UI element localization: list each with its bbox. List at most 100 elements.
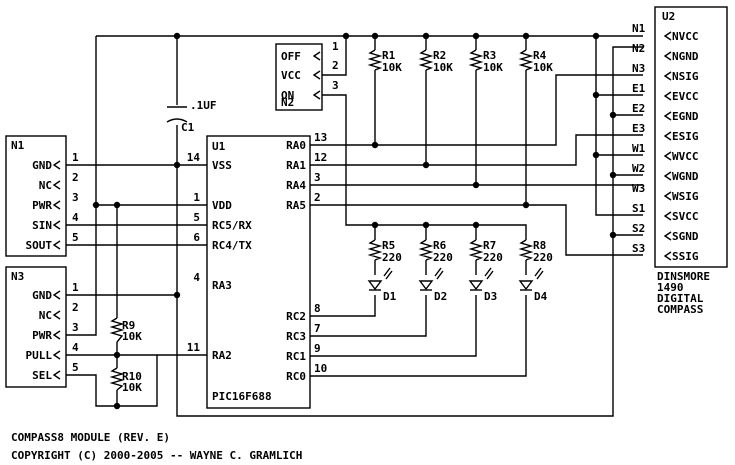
u1-microcontroller: U1 PIC16F688 14VSS1VDD5RC5/RX6RC4/TX4RA3…	[187, 131, 327, 409]
u1-pin-name: RA4	[286, 179, 306, 192]
u2-desc-1: DINSMORE	[657, 270, 710, 283]
u1-pin-number: 3	[314, 171, 321, 184]
n2-ref: N2	[281, 96, 294, 109]
n2-pin-name: OFF	[281, 50, 301, 63]
capacitor-c1: .1UF C1	[166, 99, 217, 134]
n1-pin-number: 1	[72, 151, 79, 164]
u2-desc-2: 1490	[657, 281, 684, 294]
u1-pin-number: 8	[314, 302, 321, 315]
u1-pin-number: 4	[193, 271, 200, 284]
u2-desc-4: COMPASS	[657, 303, 703, 316]
n3-pin-number: 5	[72, 361, 79, 374]
u1-pin-number: 7	[314, 322, 321, 335]
u1-pin-name: VDD	[212, 199, 232, 212]
n1-pin-name: SOUT	[26, 239, 53, 252]
pin-arrow	[52, 180, 61, 190]
u1-pin-name: VSS	[212, 159, 232, 172]
pin-arrow	[663, 71, 672, 81]
u1-pin-number: 5	[193, 211, 200, 224]
n1-pin-name: GND	[32, 159, 52, 172]
pin-arrow	[52, 370, 61, 380]
pin-arrow	[663, 191, 672, 201]
u1-pin-name: RA5	[286, 199, 306, 212]
u2-desc-3: DIGITAL	[657, 292, 704, 305]
resistor-zigzags	[109, 49, 534, 391]
c1-value: .1UF	[190, 99, 217, 112]
pin-arrow	[52, 220, 61, 230]
u1-pin-number: 6	[193, 231, 200, 244]
u2-pin-name: SSIG	[672, 250, 699, 263]
n1-pin-number: 2	[72, 171, 79, 184]
footer-title: COMPASS8 MODULE (REV. E)	[11, 431, 170, 444]
u2-pin-list: N1NVCCN2NGNDN3NSIGE1EVCCE2EGNDE3ESIGW1WV…	[632, 22, 699, 263]
pin-arrow	[663, 251, 672, 261]
u2-pin-number: N3	[632, 62, 645, 75]
n3-pin-name: NC	[39, 309, 52, 322]
r3-ref: R3	[483, 49, 496, 62]
resistor-labels: R1 10K R2 10K R3 10K R4 10K R5 220 R6 22…	[122, 49, 553, 394]
n1-pin-number: 5	[72, 231, 79, 244]
wires	[66, 35, 643, 417]
r8-ref: R8	[533, 239, 546, 252]
n3-pin-number: 3	[72, 321, 79, 334]
u2-pin-number: S3	[632, 242, 645, 255]
u1-pin-name: RC2	[286, 310, 306, 323]
u1-pin-number: 9	[314, 342, 321, 355]
pin-arrow	[52, 350, 61, 360]
u2-pin-name: SGND	[672, 230, 699, 243]
u2-pin-number: W2	[632, 162, 645, 175]
pin-arrow	[52, 160, 61, 170]
u1-pin-number: 10	[314, 362, 327, 375]
u1-pin-name: RA0	[286, 139, 306, 152]
c1-ref: C1	[181, 121, 195, 134]
junctions	[92, 32, 617, 410]
u2-pin-name: EGND	[672, 110, 699, 123]
u2-pin-name: NSIG	[672, 70, 699, 83]
u2-pin-number: E1	[632, 82, 646, 95]
n1-pin-number: 4	[72, 211, 79, 224]
d1-ref: D1	[383, 290, 397, 303]
d3-ref: D3	[484, 290, 497, 303]
u1-pin-number: 1	[193, 191, 200, 204]
u2-pin-name: ESIG	[672, 130, 699, 143]
n3-pin-name: GND	[32, 289, 52, 302]
u2-pin-name: NVCC	[672, 30, 699, 43]
r5-ref: R5	[382, 239, 395, 252]
n3-pin-number: 1	[72, 281, 79, 294]
leds: D1 D2 D3 D4	[367, 267, 548, 303]
n1-pin-name: NC	[39, 179, 52, 192]
n3-ref: N3	[11, 270, 24, 283]
u1-pin-name: RA1	[286, 159, 306, 172]
u1-pin-name: RC1	[286, 350, 306, 363]
u2-pin-number: N1	[632, 22, 646, 35]
pin-arrow	[52, 310, 61, 320]
pin-arrow	[663, 151, 672, 161]
u1-pin-number: 13	[314, 131, 327, 144]
r7-value: 220	[483, 251, 503, 264]
u1-pin-name: RA2	[212, 349, 232, 362]
r4-value: 10K	[533, 61, 553, 74]
n2-pin-name: ON	[281, 89, 294, 102]
n3-pin-number: 4	[72, 341, 79, 354]
pin-arrow	[52, 200, 61, 210]
u2-pin-number: S1	[632, 202, 646, 215]
pin-arrow	[663, 111, 672, 121]
pin-arrow	[663, 131, 672, 141]
led-d1: D1	[367, 267, 397, 303]
u2-ref: U2	[662, 10, 675, 23]
n2-pin-number: 1	[332, 40, 339, 53]
d2-ref: D2	[434, 290, 447, 303]
led-d2: D2	[418, 267, 447, 303]
n1-ref: N1	[11, 139, 25, 152]
n1-pin-name: PWR	[32, 199, 52, 212]
r10-ref: R10	[122, 370, 142, 383]
u2-pin-name: NGND	[672, 50, 699, 63]
pin-arrow	[663, 51, 672, 61]
u1-pin-name: RA3	[212, 279, 232, 292]
pin-arrow	[312, 90, 321, 100]
